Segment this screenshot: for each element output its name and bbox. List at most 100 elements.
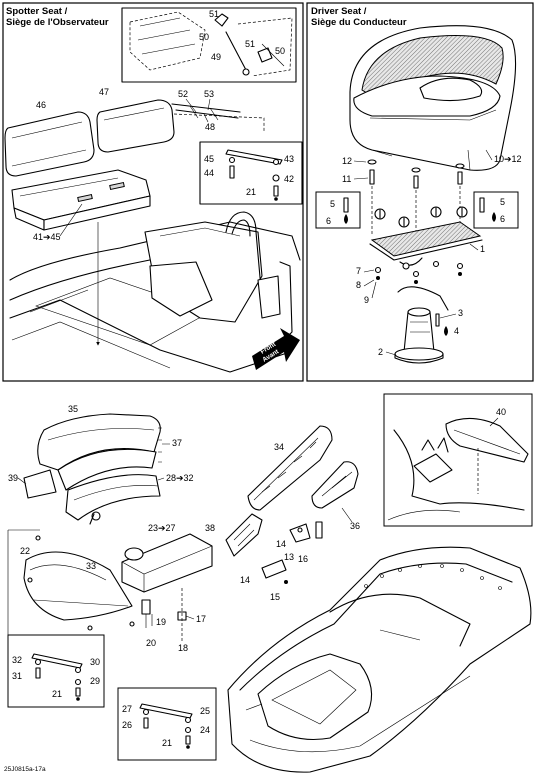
callout-52: 52 [178, 89, 188, 99]
callout-27: 27 [122, 704, 132, 714]
callout-17: 17 [196, 614, 206, 624]
callout-9: 9 [364, 295, 369, 305]
callout-4: 4 [454, 326, 459, 336]
callout-34: 34 [274, 442, 284, 452]
front-arrow: Front Avant [252, 328, 300, 370]
driver-title-line1: Driver Seat / [311, 6, 367, 17]
callout-45: 45 [204, 154, 214, 164]
callout-40: 40 [496, 407, 506, 417]
callout-21c: 21 [162, 738, 172, 748]
callout-46: 46 [36, 100, 46, 110]
driver-nuts [374, 260, 464, 284]
orientation-markers [374, 206, 468, 228]
bench-backrest-35 [23, 413, 161, 499]
spotter-hardware [225, 149, 283, 201]
bench-seat-cushion [65, 474, 161, 525]
glovebox-lid-40 [387, 417, 529, 521]
callout-12: 12 [342, 156, 352, 166]
backrest-hinge-detail-box [121, 7, 297, 83]
callout-48: 48 [205, 122, 215, 132]
callout-21b: 21 [52, 689, 62, 699]
callout-13: 13 [284, 552, 294, 562]
spotter-backrest-46 [4, 111, 95, 177]
callout-24: 24 [200, 725, 210, 735]
callout-10-12: 10➔12 [494, 154, 522, 164]
callout-53: 53 [204, 89, 214, 99]
callout-25: 25 [200, 706, 210, 716]
callout-6a: 6 [326, 216, 331, 226]
spotter-seat-frame [2, 2, 304, 382]
callout-51a: 51 [209, 9, 219, 19]
glovebox-detail-frame [383, 393, 533, 527]
reference-number: 25J0815a-17a [4, 766, 46, 773]
hardware-27-24 [139, 703, 193, 749]
callout-16: 16 [298, 554, 308, 564]
bench-backrest-clips [158, 427, 162, 463]
hinge-rail-52-53 [171, 103, 265, 132]
hardware-box-27-24 [117, 687, 217, 761]
callout-3: 3 [458, 308, 463, 318]
hardware-box-32-29 [7, 634, 105, 708]
driver-title-line2: Siège du Conducteur [311, 17, 407, 28]
callout-39: 39 [8, 473, 18, 483]
callout-8: 8 [356, 280, 361, 290]
callout-5b: 5 [500, 197, 505, 207]
spotter-title-line2: Siège de l'Observateur [6, 17, 109, 28]
threadlocker-icons [343, 197, 496, 224]
spotter-title-line1: Spotter Seat / [6, 6, 68, 17]
side-panel-34 [247, 425, 333, 511]
hardware-box-left [315, 191, 361, 229]
callout-30: 30 [90, 657, 100, 667]
callout-36: 36 [350, 521, 360, 531]
cooler-seat-23-27 [121, 533, 213, 642]
callout-15: 15 [270, 592, 280, 602]
callout-43: 43 [284, 154, 294, 164]
seat-pedestal [394, 286, 449, 364]
callout-21a: 21 [246, 187, 256, 197]
callout-14b: 14 [240, 575, 250, 585]
callout-18: 18 [178, 643, 188, 653]
driver-bucket-seat [349, 25, 517, 171]
hardware-32-29 [31, 653, 83, 701]
callout-50b: 50 [275, 46, 285, 56]
callout-2: 2 [378, 347, 383, 357]
side-panel-36 [311, 461, 359, 509]
seat-base-33 [23, 535, 135, 631]
callout-23-27: 23➔27 [148, 523, 176, 533]
spotter-backrest-47 [96, 99, 175, 153]
driver-seat-frame [306, 2, 534, 382]
backrest-hinge-detail [129, 11, 293, 77]
callout-31: 31 [12, 671, 22, 681]
callout-1: 1 [480, 244, 485, 254]
callout-14a: 14 [276, 539, 286, 549]
callout-50a: 50 [199, 32, 209, 42]
hardware-box-right [473, 191, 519, 229]
callout-47: 47 [99, 87, 109, 97]
spotter-hardware-box [199, 141, 303, 205]
callout-19: 19 [156, 617, 166, 627]
side-panel-38 [225, 513, 263, 557]
latch-hardware [261, 521, 323, 584]
callout-20: 20 [146, 638, 156, 648]
callout-7: 7 [356, 266, 361, 276]
spotter-seat-cushion [11, 169, 151, 231]
callout-6b: 6 [500, 214, 505, 224]
callout-44: 44 [204, 168, 214, 178]
callout-32: 32 [12, 655, 22, 665]
spotter-boat-hull [9, 211, 301, 373]
storage-bracket-frame [7, 529, 40, 635]
watercraft-hull [227, 546, 532, 773]
callout-49: 49 [211, 52, 221, 62]
callout-11: 11 [342, 174, 351, 184]
callout-37: 37 [172, 438, 182, 448]
callout-42: 42 [284, 174, 294, 184]
callout-41-45: 41➔45 [33, 232, 61, 242]
callout-28-32: 28➔32 [166, 473, 194, 483]
callout-51b: 51 [245, 39, 255, 49]
callout-5a: 5 [330, 199, 335, 209]
callout-22: 22 [20, 546, 30, 556]
callout-29: 29 [90, 676, 100, 686]
callout-38: 38 [205, 523, 215, 533]
callout-35: 35 [68, 404, 78, 414]
